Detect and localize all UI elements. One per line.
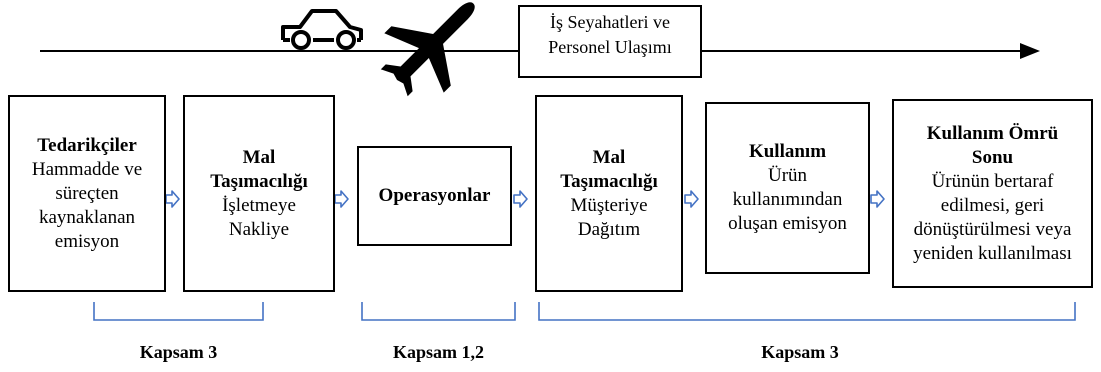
scope-label-2: Kapsam 1,2: [392, 342, 484, 362]
stage-desc-distribution: Müşteriye Dağıtım: [570, 194, 648, 240]
stage-desc-end-of-life: Ürünün bertaraf edilmesi, geri dönüştürü…: [913, 170, 1072, 264]
scope-label-1: Kapsam 3: [139, 342, 218, 362]
timeline-arrowhead: [1020, 43, 1040, 59]
car-icon: [281, 9, 363, 50]
flow-arrow-2: [334, 190, 349, 208]
business-travel-box: İş Seyahatleri ve Personel Ulaşımı: [518, 5, 702, 78]
stage-title-suppliers: Tedarikçiler: [37, 134, 137, 156]
flow-arrow-1: [165, 190, 180, 208]
stage-title-end-of-life: Kullanım Ömrü Sonu: [926, 122, 1059, 168]
scope-brackets: [93, 302, 1076, 321]
flow-arrow-4: [684, 190, 699, 208]
scope-bracket-3: [538, 302, 1076, 321]
stage-box-inbound-transport: Mal Taşımacılığı İşletmeye Nakliye: [183, 95, 335, 292]
stage-desc-use: Ürün kullanımından oluşan emisyon: [728, 165, 847, 234]
stage-box-suppliers: Tedarikçiler Hammadde ve süreçten kaynak…: [8, 95, 166, 292]
stage-box-operations: Operasyonlar: [357, 146, 512, 246]
stage-title-inbound-transport: Mal Taşımacılığı: [210, 146, 308, 192]
stage-desc-suppliers: Hammadde ve süreçten kaynaklanan emisyon: [31, 158, 143, 252]
stage-box-distribution: Mal Taşımacılığı Müşteriye Dağıtım: [535, 95, 683, 292]
airplane-icon: [380, 2, 475, 97]
stage-title-operations: Operasyonlar: [378, 185, 491, 206]
flow-arrow-3: [513, 190, 528, 208]
scope-label-3: Kapsam 3: [761, 342, 839, 362]
flow-arrows: [165, 190, 885, 208]
scope-bracket-2: [361, 302, 516, 321]
stage-title-distribution: Mal Taşımacılığı: [560, 146, 658, 192]
stage-title-use: Kullanım: [748, 141, 827, 162]
flow-arrow-5: [870, 190, 885, 208]
scope-bracket-1: [93, 302, 264, 321]
stage-desc-inbound-transport: İşletmeye Nakliye: [222, 194, 296, 240]
stage-box-end-of-life: Kullanım Ömrü Sonu Ürünün bertaraf edilm…: [892, 99, 1093, 288]
stage-box-use: Kullanım Ürün kullanımından oluşan emisy…: [705, 102, 870, 274]
